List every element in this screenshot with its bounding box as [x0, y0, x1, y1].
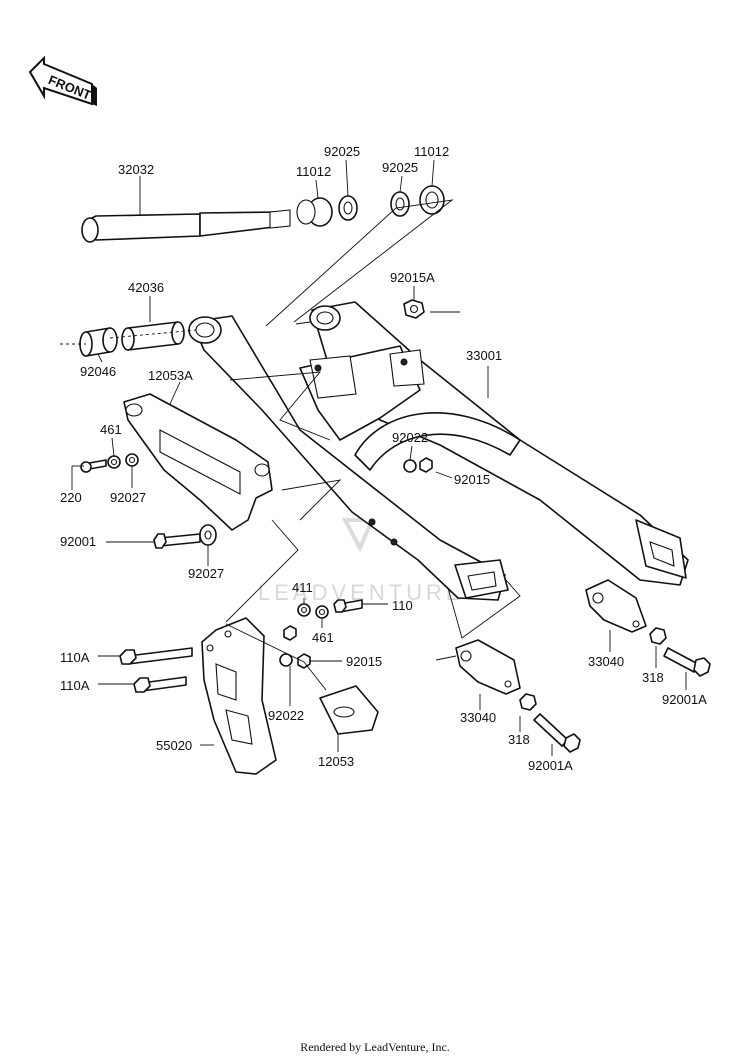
collar-11012-left — [296, 197, 333, 227]
washer-92022-upper — [403, 459, 417, 473]
label-220: 220 — [60, 490, 82, 505]
collar-92027-lower — [199, 524, 217, 546]
chain-adjuster-33040-left — [455, 639, 521, 695]
label-42036: 42036 — [128, 280, 164, 295]
axle-slot-right — [635, 519, 687, 579]
footer-credit: Rendered by LeadVenture, Inc. — [300, 1040, 450, 1054]
bolt-92001 — [153, 533, 201, 549]
front-arrow-icon: FRONT — [28, 55, 97, 106]
collar-92027-left — [125, 453, 139, 467]
label-33040-right: 33040 — [588, 654, 624, 669]
label-11012-left: 11012 — [296, 164, 331, 179]
axle-slot-left — [454, 559, 509, 599]
bolt-110A-lower — [133, 676, 187, 693]
label-33040-left: 33040 — [460, 710, 496, 725]
washer-92025-right — [390, 191, 410, 217]
label-318-right: 318 — [642, 670, 664, 685]
label-32032: 32032 — [118, 162, 154, 177]
washer-92022-lower — [279, 653, 293, 667]
label-33001: 33001 — [466, 348, 502, 363]
bearing-92046 — [79, 327, 118, 357]
guide-plate-12053 — [319, 685, 379, 735]
bolt-92001A-left — [533, 713, 581, 753]
nut-92015A — [403, 299, 425, 319]
label-110: 110 — [392, 598, 413, 613]
chain-guide-12053A — [123, 393, 273, 531]
washer-92025-left — [338, 195, 358, 221]
chain-slider-55020 — [201, 617, 277, 775]
pivot-shaft-32032 — [81, 209, 291, 243]
label-92046: 92046 — [80, 364, 116, 379]
label-461-left: 461 — [100, 422, 122, 437]
label-92025-left: 92025 — [324, 144, 360, 159]
label-110A-lower: 110A — [60, 678, 90, 693]
nut-318-right — [649, 627, 667, 645]
swingarm-33001 — [188, 301, 689, 601]
leader-lines — [60, 159, 687, 756]
nut-92015-lower — [283, 625, 311, 669]
collar-11012-right — [419, 185, 445, 215]
label-318-left: 318 — [508, 732, 530, 747]
washer-461-right — [315, 605, 329, 619]
label-12053: 12053 — [318, 754, 354, 769]
nut-318-left — [519, 693, 537, 711]
label-92001: 92001 — [60, 534, 96, 549]
washer-461-left — [107, 455, 121, 469]
label-92022-lower: 92022 — [268, 708, 304, 723]
label-92027-lower: 92027 — [188, 566, 224, 581]
label-411: 411 — [292, 580, 313, 595]
nut-92015-upper — [419, 457, 433, 473]
label-92027-left: 92027 — [110, 490, 146, 505]
sleeve-42036 — [121, 321, 185, 351]
bolt-92001A-right — [663, 647, 711, 677]
label-92025-right: 92025 — [382, 160, 418, 175]
part-labels: 32032 11012 92025 92025 11012 42036 9201… — [60, 144, 707, 773]
label-110A-upper: 110A — [60, 650, 90, 665]
label-92001A-right: 92001A — [662, 692, 707, 707]
bolt-110A-upper — [119, 647, 193, 665]
label-92015-upper: 92015 — [454, 472, 490, 487]
label-92022-upper: 92022 — [392, 430, 428, 445]
label-11012-right: 11012 — [414, 144, 449, 159]
label-12053A: 12053A — [148, 368, 193, 383]
label-92001A-left: 92001A — [528, 758, 573, 773]
screw-220 — [80, 459, 107, 473]
label-92015-lower: 92015 — [346, 654, 382, 669]
chain-adjuster-33040-right — [585, 579, 647, 633]
collar-411 — [297, 603, 311, 617]
label-461-right: 461 — [312, 630, 334, 645]
label-92015A: 92015A — [390, 270, 435, 285]
label-55020: 55020 — [156, 738, 192, 753]
bolt-110 — [333, 599, 363, 613]
